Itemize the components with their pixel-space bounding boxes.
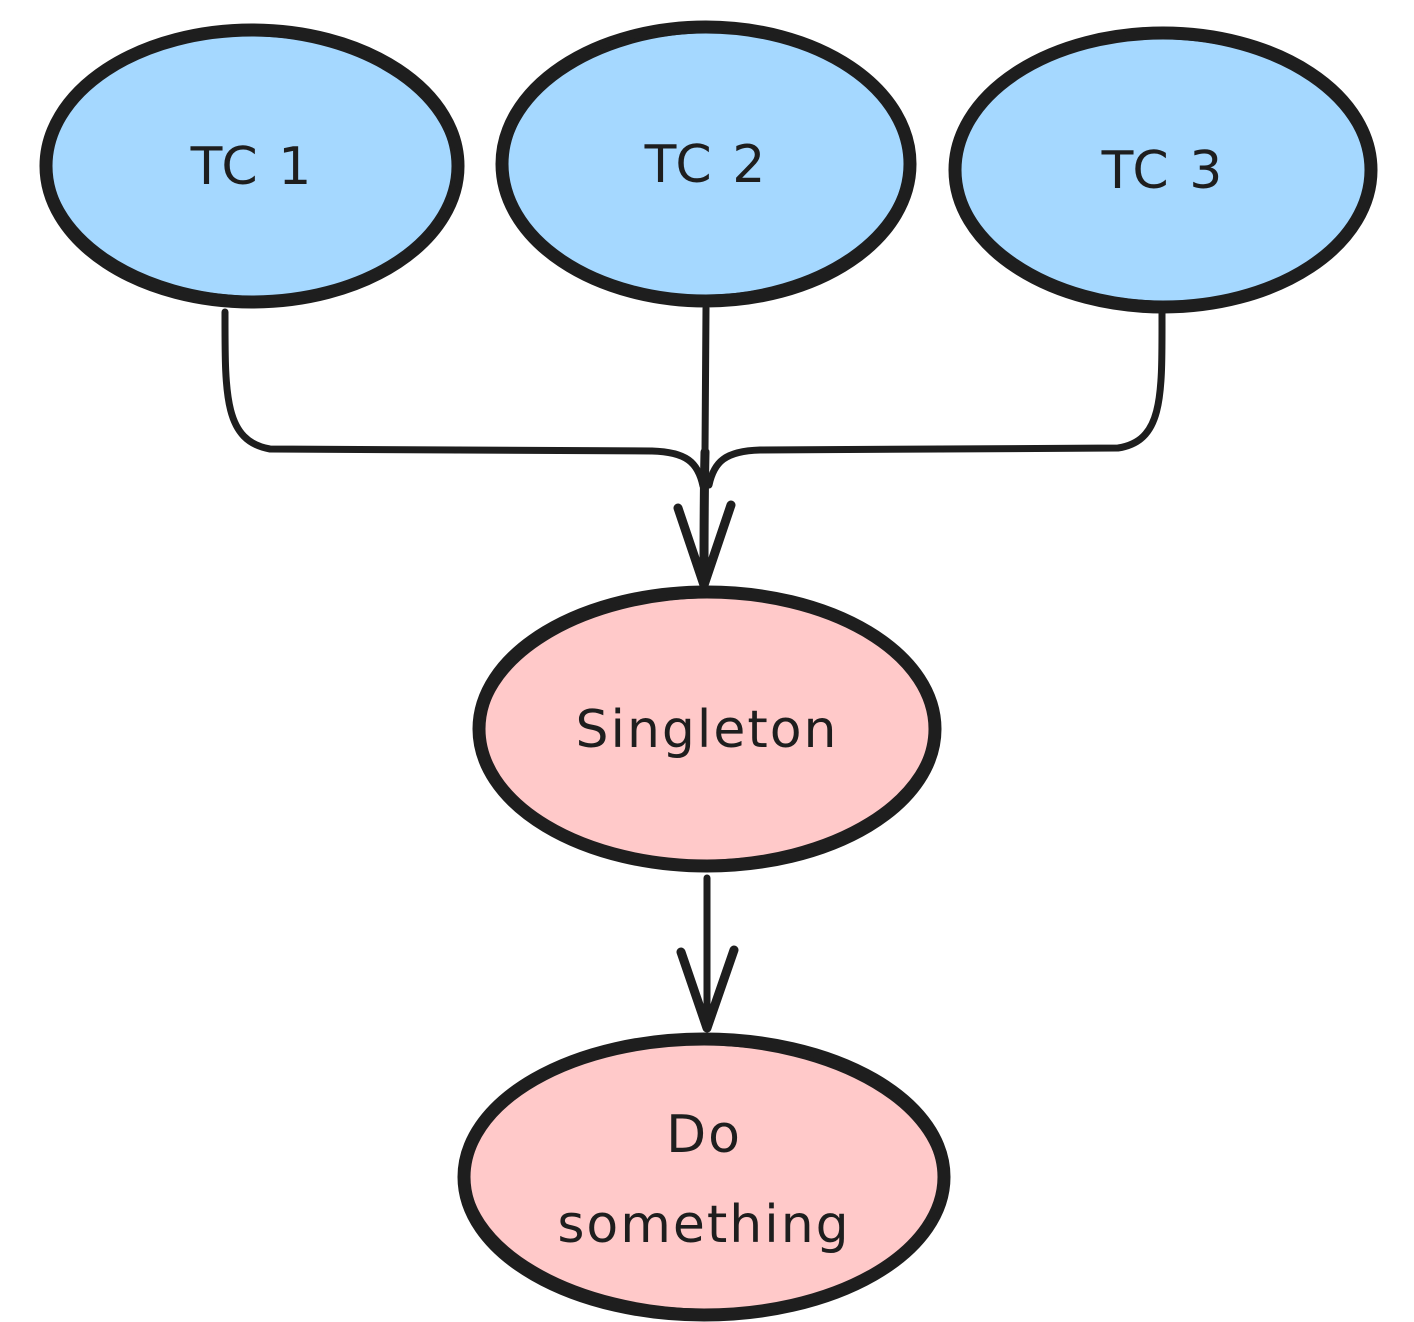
tc1-label: TC 1 bbox=[190, 137, 314, 197]
singleton-label: Singleton bbox=[575, 700, 838, 760]
tc2-label: TC 2 bbox=[644, 135, 768, 195]
node-tc3: TC 3 bbox=[948, 26, 1378, 314]
edge-tc2-singleton bbox=[701, 304, 710, 456]
tc3-ellipse bbox=[948, 26, 1378, 314]
singleton-ellipse-sketch-stroke bbox=[479, 593, 935, 865]
tc2-ellipse-sketch-stroke bbox=[502, 28, 910, 300]
node-tc1: TC 1 bbox=[39, 23, 465, 309]
node-tc2: TC 2 bbox=[495, 20, 917, 308]
arrowhead-into-dosomething bbox=[676, 945, 739, 1033]
do-something-ellipse bbox=[457, 1032, 951, 1322]
tc1-ellipse-sketch-stroke bbox=[46, 31, 458, 301]
node-do-something: Do something bbox=[457, 1032, 951, 1322]
singleton-ellipse bbox=[472, 585, 942, 873]
edge-merged-stem bbox=[699, 447, 710, 581]
edge-tc1-singleton bbox=[221, 308, 707, 490]
tc2-ellipse bbox=[495, 20, 917, 308]
node-singleton: Singleton bbox=[472, 585, 942, 873]
arrowhead-into-singleton bbox=[673, 500, 736, 590]
do-something-label-line1: Do bbox=[666, 1105, 742, 1165]
tc3-label: TC 3 bbox=[1101, 141, 1225, 201]
tc1-ellipse bbox=[39, 23, 465, 309]
edge-group bbox=[221, 304, 1166, 1033]
do-something-ellipse-sketch-stroke bbox=[464, 1040, 944, 1314]
tc3-ellipse-sketch-stroke bbox=[955, 34, 1371, 306]
edge-tc3-singleton bbox=[705, 308, 1166, 489]
do-something-label-line2: something bbox=[557, 1195, 850, 1255]
